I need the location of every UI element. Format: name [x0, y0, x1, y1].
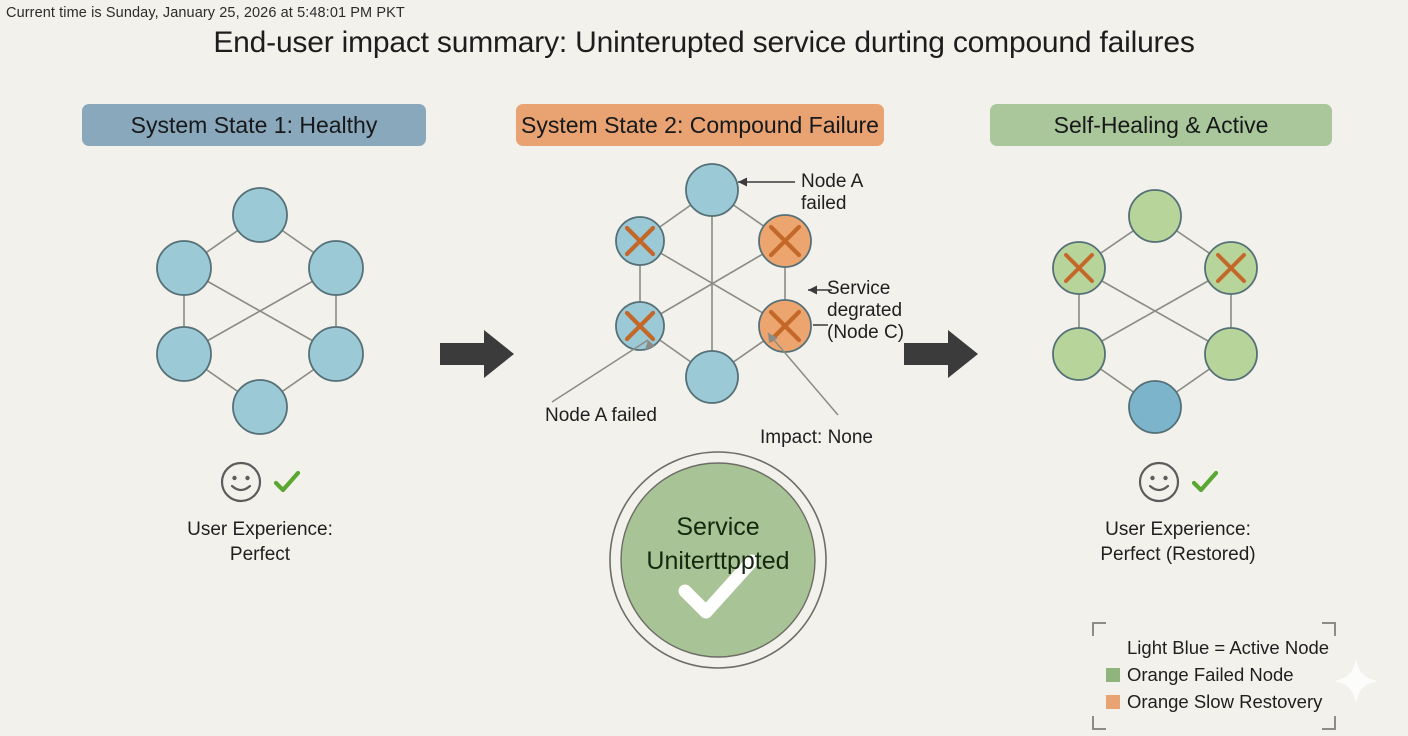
legend-item-active-node: Light Blue = Active Node [1106, 634, 1329, 661]
transition-arrow-1 [440, 330, 514, 378]
x-marks [1064, 253, 1246, 283]
smiley-icon [1138, 461, 1179, 503]
legend-label-1: Orange Failed Node [1127, 663, 1294, 685]
legend-label-0: Light Blue = Active Node [1127, 636, 1330, 658]
legend-corner-br [1322, 716, 1336, 730]
node-top [1128, 189, 1182, 243]
ux-label-right-line2: Perfect (Restored) [1100, 544, 1256, 566]
legend-swatch-none [1106, 641, 1120, 655]
check-icon [1191, 470, 1218, 493]
service-status-circle [609, 451, 827, 669]
legend-label-2: Orange Slow Restovery [1127, 690, 1323, 712]
panel-badge-failure: System State 2: Compound Failure [516, 104, 884, 146]
x-marks [624, 224, 802, 343]
legend-item-slow-recovery: Orange Slow Restovery [1106, 688, 1329, 715]
network-graph-self-healing [1034, 176, 1274, 436]
node-left-bottom [1052, 327, 1106, 381]
middle-annotation-leaders [808, 285, 832, 295]
node-bottom-active [1128, 380, 1182, 434]
check-icon [273, 470, 300, 493]
node-bottom [685, 350, 739, 404]
legend-swatch-green [1106, 667, 1120, 682]
user-experience-right: User Experience: Perfect (Restored) [1077, 458, 1279, 567]
legend: Light Blue = Active Node Orange Failed N… [1092, 622, 1336, 730]
annotation-impact-none: Impact: None [760, 427, 873, 448]
sparkle-icon [1334, 659, 1378, 703]
page-title: End-user impact summary: Uninterupted se… [213, 26, 1195, 59]
ux-label-right-line1: User Experience: [1105, 519, 1251, 540]
annotation-service-degraded: Service degrated (Node C) [827, 278, 905, 344]
legend-corner-bl [1092, 716, 1106, 730]
middle-annotation-leaders-bottom [551, 332, 839, 416]
annotation-node-a-failed: Node A failed [801, 171, 864, 215]
legend-swatch-orange [1106, 694, 1120, 709]
user-experience-left: User Experience: Perfect [160, 458, 360, 567]
ux-label-left-line2: Perfect [229, 544, 291, 566]
legend-corner-tr [1322, 622, 1336, 636]
node-left-top [156, 240, 212, 296]
ux-label-left-line1: User Experience: [187, 519, 333, 540]
node-top [232, 187, 288, 243]
legend-item-failed-node: Orange Failed Node [1106, 661, 1329, 688]
check-icon [678, 554, 759, 619]
node-right-top [308, 240, 364, 296]
smiley-icon [220, 461, 261, 503]
annotation-arrows [738, 177, 828, 326]
node-top [685, 163, 739, 217]
node-right-bottom [1204, 327, 1258, 381]
panel-badge-healthy: System State 1: Healthy [82, 104, 426, 146]
node-bottom [232, 379, 288, 435]
network-graph-healthy [140, 168, 380, 435]
transition-arrow-2 [904, 330, 978, 378]
annotation-node-a-failed-2: Node A failed [545, 405, 657, 426]
current-time-text: Current time is Sunday, January 25, 2026… [6, 5, 405, 21]
node-right-bottom [308, 326, 364, 382]
panel-badge-healing: Self-Healing & Active [990, 104, 1332, 146]
service-status-label: Service Uniterttppted [646, 513, 790, 575]
legend-corner-tl [1092, 622, 1106, 636]
node-left-bottom [156, 326, 212, 382]
service-status-badge: Service Uniterttppted [607, 449, 829, 671]
